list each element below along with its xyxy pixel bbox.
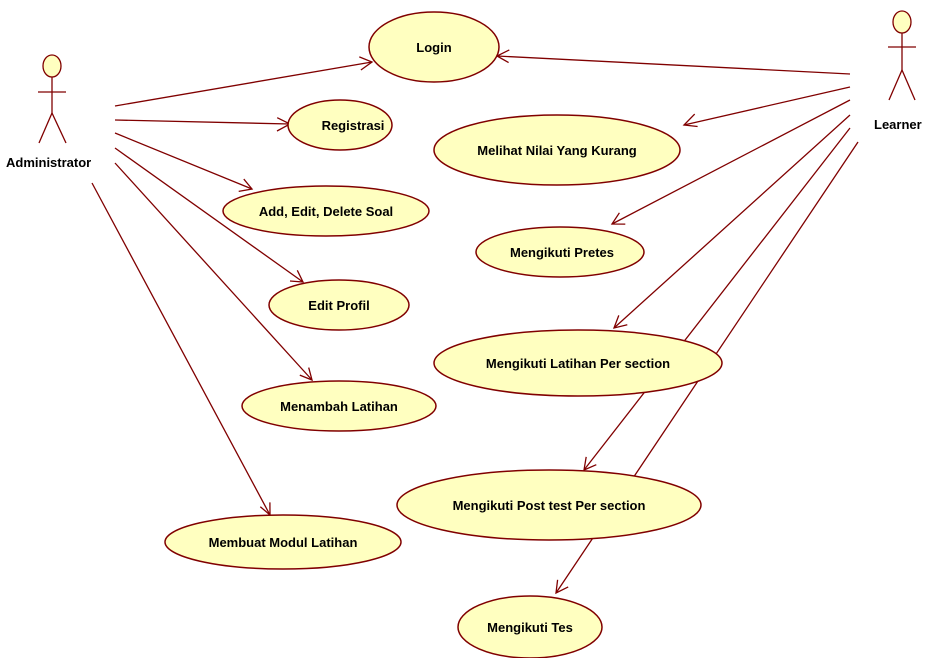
use-case-label: Membuat Modul Latihan xyxy=(209,535,358,550)
assoc-learner-post-test xyxy=(583,127,851,471)
use-case-mengikuti-tes[interactable]: Mengikuti Tes xyxy=(457,595,603,658)
assoc-admin-add-edit-delete xyxy=(114,132,253,190)
arrowhead-menambah-latihan xyxy=(299,367,313,382)
arrowhead-melihat-nilai xyxy=(682,113,698,128)
use-case-shape xyxy=(164,514,402,570)
use-case-mengikuti-post-test-per-section[interactable]: Mengikuti Post test Per section xyxy=(396,469,702,541)
actor-right-leg xyxy=(901,69,916,101)
administrator-actor[interactable]: Administrator xyxy=(6,54,91,170)
administrator-associations xyxy=(91,56,374,517)
use-case-membuat-modul-latihan[interactable]: Membuat Modul Latihan xyxy=(164,514,402,570)
arrowhead-add-edit-delete xyxy=(238,178,254,193)
use-case-label: Mengikuti Tes xyxy=(487,620,573,635)
use-case-label: Melihat Nilai Yang Kurang xyxy=(477,143,636,158)
use-case-shape xyxy=(222,185,430,237)
assoc-admin-membuat-modul xyxy=(91,182,271,516)
use-case-label: Login xyxy=(416,40,451,55)
use-case-shape xyxy=(396,469,702,541)
administrator-label: Administrator xyxy=(6,155,91,170)
use-case-shape xyxy=(457,595,603,658)
actor-head xyxy=(42,54,62,78)
use-case-label: Add, Edit, Delete Soal xyxy=(259,204,393,219)
assoc-admin-registrasi xyxy=(114,119,291,125)
use-case-mengikuti-latihan-per-section[interactable]: Mengikuti Latihan Per section xyxy=(433,329,723,397)
arrowhead-latihan xyxy=(612,315,628,329)
use-case-shape xyxy=(433,114,681,186)
learner-actor[interactable]: Learner xyxy=(874,10,922,132)
use-case-label: Registrasi xyxy=(322,118,385,133)
assoc-learner-latihan xyxy=(613,114,851,329)
arrowhead-login-admin xyxy=(359,56,374,71)
use-case-shape xyxy=(368,11,500,83)
use-case-label: Menambah Latihan xyxy=(280,399,398,414)
arrowhead-tes xyxy=(555,579,569,595)
use-case-melihat-nilai-yang-kurang[interactable]: Melihat Nilai Yang Kurang xyxy=(433,114,681,186)
use-case-shape xyxy=(433,329,723,397)
actor-head xyxy=(892,10,912,34)
use-case-edit-profil[interactable]: Edit Profil xyxy=(268,279,410,331)
use-case-shape xyxy=(268,279,410,331)
use-case-shape xyxy=(287,99,393,151)
use-case-login[interactable]: Login xyxy=(368,11,500,83)
actor-left-leg xyxy=(38,112,53,144)
use-case-label: Edit Profil xyxy=(308,298,369,313)
arrowhead-pretes xyxy=(610,212,626,225)
use-case-add-edit-delete-soal[interactable]: Add, Edit, Delete Soal xyxy=(222,185,430,237)
use-case-registrasi[interactable]: Registrasi xyxy=(287,99,393,151)
actor-right-leg xyxy=(51,112,67,144)
assoc-admin-edit-profil xyxy=(114,147,304,283)
assoc-learner-login xyxy=(496,55,851,75)
assoc-admin-menambah-latihan xyxy=(114,162,313,381)
use-case-label: Mengikuti Latihan Per section xyxy=(486,356,670,371)
arrowhead-edit-profil xyxy=(289,270,305,283)
use-case-menambah-latihan[interactable]: Menambah Latihan xyxy=(241,380,437,432)
arrowhead-membuat-modul xyxy=(259,502,271,517)
use-case-label: Mengikuti Pretes xyxy=(510,245,614,260)
use-case-shape xyxy=(475,226,645,278)
use-case-shape xyxy=(241,380,437,432)
use-case-label: Mengikuti Post test Per section xyxy=(453,498,646,513)
assoc-admin-login xyxy=(114,61,373,107)
use-case-mengikuti-pretes[interactable]: Mengikuti Pretes xyxy=(475,226,645,278)
arrowhead-post-test xyxy=(583,456,597,472)
learner-label: Learner xyxy=(874,117,922,132)
assoc-learner-pretes xyxy=(611,99,851,225)
assoc-learner-melihat-nilai xyxy=(683,86,851,126)
actor-left-leg xyxy=(888,69,903,101)
